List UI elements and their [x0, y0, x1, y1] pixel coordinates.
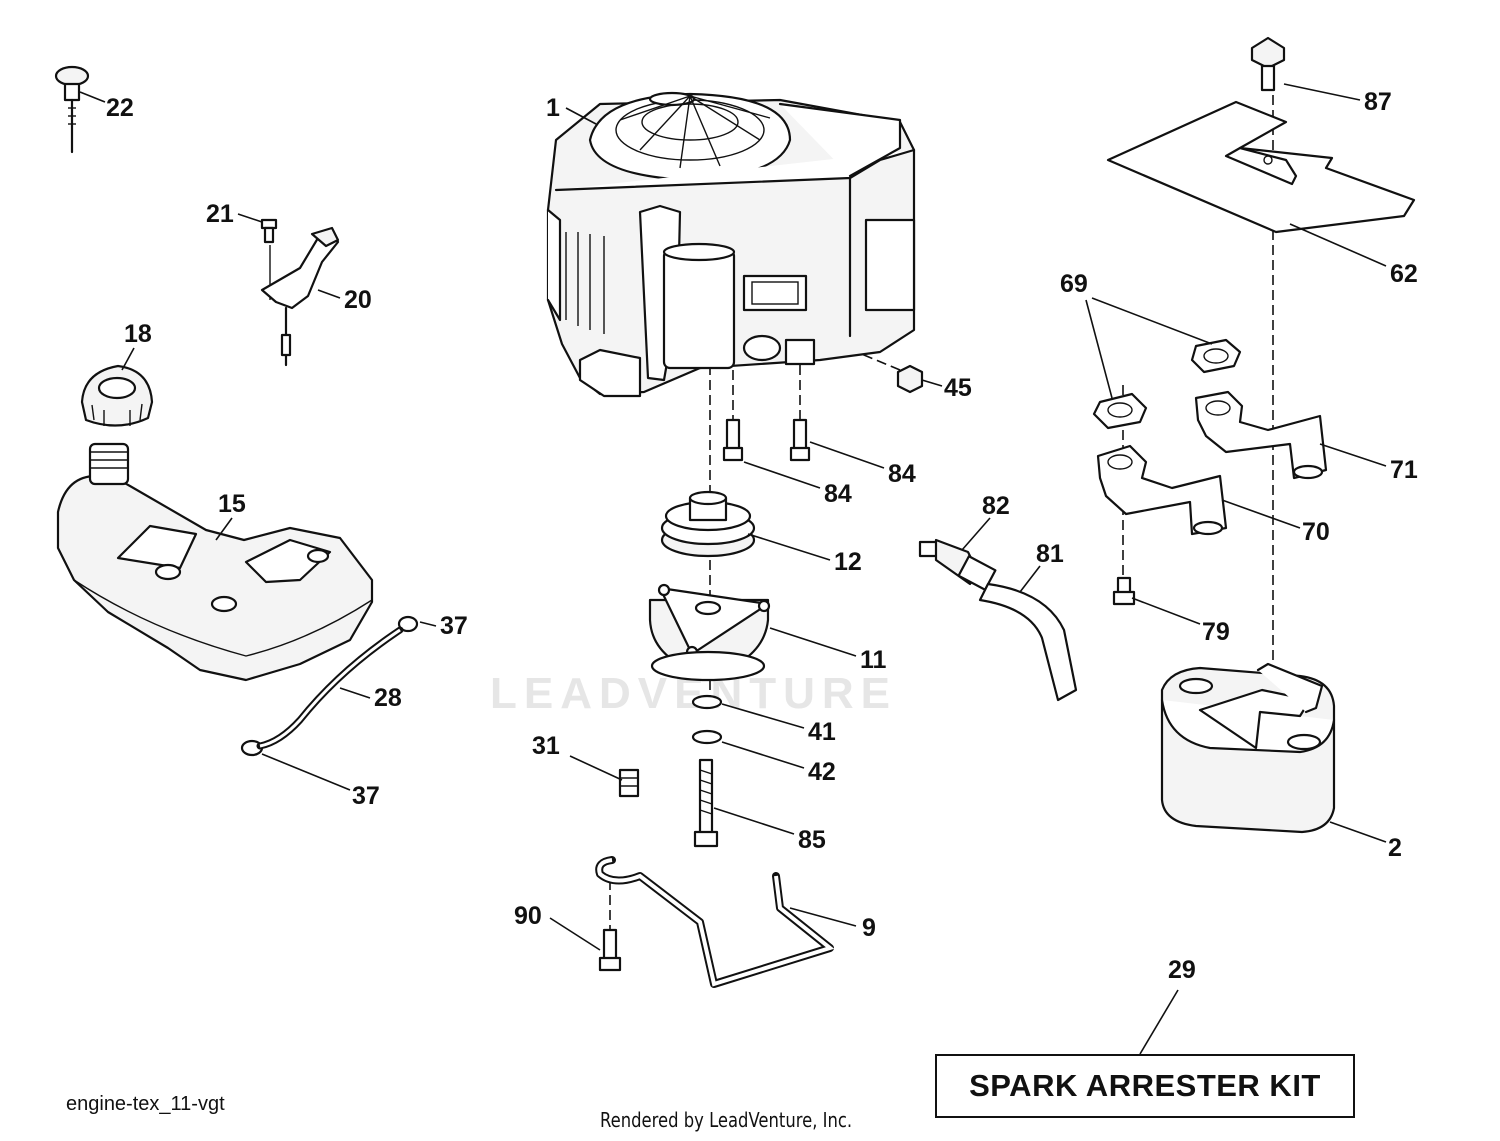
- callout-28: 28: [374, 684, 402, 712]
- callout-20: 20: [344, 286, 372, 314]
- callout-42: 42: [808, 758, 836, 786]
- callout-81: 81: [1036, 540, 1064, 568]
- washers-part: [691, 694, 723, 745]
- fuel-cap-part: [80, 364, 154, 427]
- throttle-bracket-part: [260, 218, 340, 367]
- callout-84-right: 84: [888, 460, 916, 488]
- callout-85: 85: [798, 826, 826, 854]
- callout-1: 1: [546, 94, 560, 122]
- muffler-bolt-part: [1112, 576, 1136, 606]
- heat-shield-part: [1106, 100, 1416, 234]
- callout-29: 29: [1168, 956, 1196, 984]
- callout-71: 71: [1390, 456, 1418, 484]
- callout-37-bottom: 37: [352, 782, 380, 810]
- callout-9: 9: [862, 914, 876, 942]
- callout-labels: 22 21 20 18 15 37 28 37 1 45 84 84 12 11…: [106, 88, 1418, 984]
- callout-21: 21: [206, 200, 234, 228]
- callout-45: 45: [944, 374, 972, 402]
- clutch-bolt-part: [693, 758, 719, 848]
- spark-arrester-kit-label: SPARK ARRESTER KIT: [969, 1068, 1321, 1103]
- callout-84-left: 84: [824, 480, 852, 508]
- diagram-id-label: engine-tex_11-vgt: [66, 1093, 225, 1115]
- knob-part: [54, 65, 90, 154]
- render-credit: Rendered by LeadVenture, Inc.: [600, 1108, 853, 1132]
- gaskets-part: [1092, 338, 1242, 430]
- screw-part: [1250, 36, 1286, 92]
- callout-18: 18: [124, 320, 152, 348]
- callout-69: 69: [1060, 270, 1088, 298]
- callout-41: 41: [808, 718, 836, 746]
- callout-15: 15: [218, 490, 246, 518]
- callout-90: 90: [514, 902, 542, 930]
- hose-part: [918, 538, 1078, 702]
- muffler-part: [1160, 662, 1336, 834]
- callout-87: 87: [1364, 88, 1392, 116]
- engine-part: [546, 91, 916, 398]
- pulley-part: [660, 490, 756, 558]
- callout-79: 79: [1202, 618, 1230, 646]
- rod-part: [595, 856, 835, 988]
- callout-2: 2: [1388, 834, 1402, 862]
- fuel-line-part: [240, 615, 419, 757]
- callout-11: 11: [860, 646, 887, 674]
- callout-22: 22: [106, 94, 134, 122]
- nut-part: [896, 364, 924, 394]
- callout-62: 62: [1390, 260, 1418, 288]
- engine-bolts-part: [722, 418, 811, 462]
- callout-70: 70: [1302, 518, 1330, 546]
- callout-31: 31: [532, 732, 560, 760]
- fitting-part: [618, 768, 640, 798]
- spark-arrester-kit-box: SPARK ARRESTER KIT: [935, 1054, 1355, 1118]
- clutch-part: [648, 583, 771, 682]
- exhaust-pipes-part: [1096, 390, 1328, 536]
- callout-12: 12: [834, 548, 862, 576]
- callout-37-top: 37: [440, 612, 468, 640]
- fuel-tank-part: [56, 442, 374, 682]
- leader-lines: [79, 83, 1387, 1055]
- callout-82: 82: [982, 492, 1010, 520]
